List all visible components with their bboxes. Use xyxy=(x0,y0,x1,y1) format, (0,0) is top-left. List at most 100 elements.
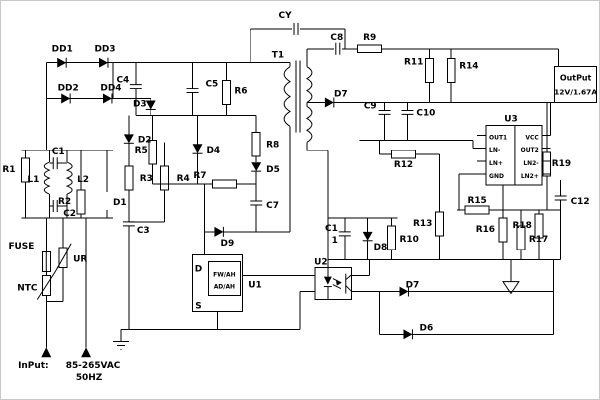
label-c10: C10 xyxy=(416,108,435,118)
label-d7-secondary: D7 xyxy=(334,90,348,100)
label-d8: D8 xyxy=(374,243,388,253)
resistor-r9-symbol xyxy=(357,44,383,54)
resistor-r15-symbol xyxy=(464,205,490,215)
label-fuse: FUSE xyxy=(8,242,34,252)
inductor-l2-symbol xyxy=(66,161,73,195)
label-r7: R7 xyxy=(193,171,206,181)
varistor-ur-stroke xyxy=(54,243,72,272)
label-r8: R8 xyxy=(266,140,279,150)
label-d2: D2 xyxy=(138,135,152,145)
u2-optocoupler-box xyxy=(314,267,353,300)
capacitor-c5-symbol xyxy=(186,88,200,94)
label-c9: C9 xyxy=(364,101,377,111)
diode-d9-symbol xyxy=(213,226,224,238)
u3-pin-out1: OUT1 xyxy=(489,134,507,141)
optocoupler-arrows-icon xyxy=(332,278,342,289)
label-c12: C12 xyxy=(571,197,590,207)
label-d9: D9 xyxy=(221,239,235,249)
ground-icon-right xyxy=(502,281,520,295)
wiring-feedback xyxy=(327,102,562,282)
diode-dd4-symbol xyxy=(102,93,113,104)
capacitor-c10-symbol xyxy=(400,109,414,115)
input-title: InPut: xyxy=(18,361,48,371)
label-c7: C7 xyxy=(266,201,279,211)
u3-ic-box xyxy=(485,124,543,186)
transformer-core xyxy=(295,60,301,133)
label-r3: R3 xyxy=(140,174,153,184)
resistor-r2-symbol xyxy=(76,189,86,215)
resistor-r12-symbol xyxy=(391,149,416,159)
label-r4: R4 xyxy=(177,174,190,184)
wiring-secondary-top xyxy=(249,28,560,260)
resistor-r11-symbol xyxy=(424,58,434,84)
label-d6-lower: D6 xyxy=(420,323,434,333)
label-c8: C8 xyxy=(330,33,343,43)
label-r13: R13 xyxy=(413,219,432,229)
label-ur: UR xyxy=(73,255,87,265)
label-d5: D5 xyxy=(266,165,280,175)
u3-pin-vcc: VCC xyxy=(525,134,538,141)
label-dd1: DD1 xyxy=(52,45,73,55)
optocoupler-led-icon xyxy=(323,276,332,288)
label-d4: D4 xyxy=(206,146,220,156)
diode-d2-symbol xyxy=(123,133,135,144)
resistor-r3-symbol xyxy=(124,165,134,191)
capacitor-c12-symbol xyxy=(554,195,568,201)
capacitor-c11-symbol xyxy=(338,231,352,237)
transformer-secondary-winding-1 xyxy=(306,66,313,103)
varistor-ur-symbol xyxy=(58,247,68,269)
resistor-r8-symbol xyxy=(251,131,261,157)
diode-dd2-symbol xyxy=(60,93,71,104)
output-rating: 12V/1.67A xyxy=(554,88,597,97)
label-c5: C5 xyxy=(205,80,218,90)
label-t1: T1 xyxy=(272,51,284,61)
resistor-r16-symbol xyxy=(498,217,508,243)
label-dd4: DD4 xyxy=(100,84,121,94)
label-d3: D3 xyxy=(133,99,147,109)
label-u3: U3 xyxy=(504,114,517,124)
label-cy: CY xyxy=(279,11,293,21)
input-terminal-arrow-2 xyxy=(81,347,92,358)
resistor-r19-symbol xyxy=(542,151,552,177)
resistor-r10-symbol xyxy=(387,225,397,251)
u1-pin-d: D xyxy=(195,265,202,275)
u1-marking-line2: AD/AH xyxy=(214,284,235,291)
label-r15: R15 xyxy=(467,196,486,206)
input-frequency: 50HZ xyxy=(76,373,103,383)
optocoupler-transistor-icon xyxy=(345,273,353,294)
diode-d3-symbol xyxy=(145,100,157,110)
label-dd3: DD3 xyxy=(94,45,115,55)
label-dd2: DD2 xyxy=(58,84,79,94)
resistor-r7-symbol xyxy=(211,179,237,189)
transformer-primary-winding xyxy=(283,66,291,127)
capacitor-c9-symbol xyxy=(378,109,392,115)
label-c2: C2 xyxy=(63,209,76,219)
label-r18: R18 xyxy=(513,221,532,231)
u3-pin-ln-minus: LN- xyxy=(489,147,501,154)
resistor-r4-symbol xyxy=(160,165,170,191)
label-c3: C3 xyxy=(137,226,150,236)
label-d1: D1 xyxy=(113,198,127,208)
wiring-bottom xyxy=(242,259,555,335)
label-r1: R1 xyxy=(2,165,15,175)
ntc-stroke xyxy=(36,271,56,300)
u3-pin-ln2-minus: LN2- xyxy=(523,160,539,167)
label-l1: L1 xyxy=(27,175,39,185)
diode-dd1-symbol xyxy=(56,57,67,69)
capacitor-c3-symbol xyxy=(122,221,136,227)
label-r12: R12 xyxy=(394,160,413,170)
label-c4: C4 xyxy=(116,76,129,86)
label-d7-lower: D7 xyxy=(406,281,420,291)
label-u1: U1 xyxy=(248,281,261,291)
output-connector-box xyxy=(554,66,598,103)
label-c11-bottom: 1 xyxy=(332,236,338,246)
label-r11: R11 xyxy=(404,58,423,68)
u3-pin-out2: OUT2 xyxy=(521,147,539,154)
label-r16: R16 xyxy=(476,225,495,235)
label-r5: R5 xyxy=(135,146,148,156)
label-r19: R19 xyxy=(552,159,571,169)
u3-pin-ln2-plus: LN2+ xyxy=(521,173,539,180)
label-r6: R6 xyxy=(234,87,247,97)
capacitor-c1-symbol xyxy=(52,156,58,170)
